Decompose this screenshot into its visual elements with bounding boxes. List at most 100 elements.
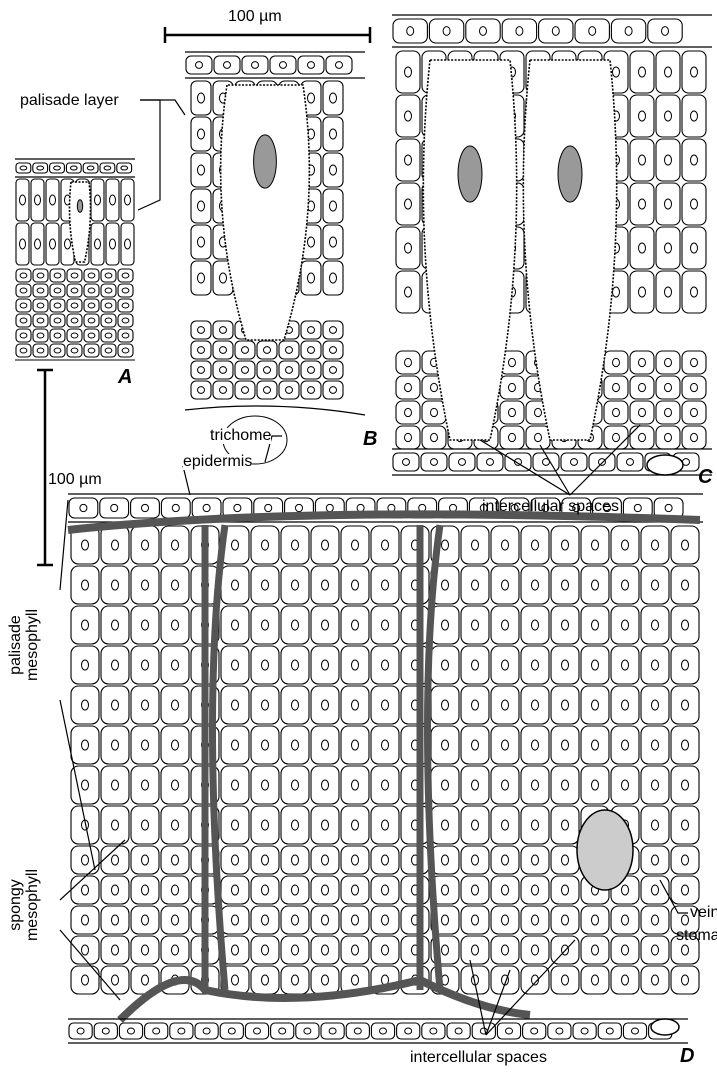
cell <box>340 525 370 565</box>
cell <box>322 380 344 400</box>
nucleus <box>664 432 672 443</box>
nucleus <box>141 539 149 551</box>
cell <box>622 1022 648 1040</box>
nucleus <box>104 317 113 324</box>
cell <box>100 765 130 805</box>
nucleus <box>605 1027 614 1035</box>
nucleus <box>261 579 269 591</box>
nucleus <box>197 200 205 212</box>
cell <box>460 905 490 935</box>
nucleus <box>404 154 412 166</box>
cell <box>105 178 120 222</box>
cell <box>655 270 681 314</box>
nucleus <box>231 819 239 831</box>
nucleus <box>591 944 599 956</box>
cell <box>490 725 520 765</box>
nucleus <box>197 272 205 284</box>
cell <box>220 565 250 605</box>
cell <box>345 1022 370 1040</box>
cell <box>49 268 66 283</box>
cell <box>629 375 655 400</box>
nucleus <box>561 854 569 866</box>
nucleus <box>329 272 337 284</box>
cell <box>520 965 550 995</box>
cell <box>400 565 430 605</box>
cell <box>32 283 49 298</box>
cell <box>610 935 640 965</box>
nucleus <box>261 739 269 751</box>
cell <box>32 313 49 328</box>
nucleus <box>291 659 299 671</box>
cell <box>322 80 344 116</box>
nucleus <box>351 854 359 866</box>
nucleus <box>111 739 119 751</box>
cell <box>212 320 234 340</box>
nucleus <box>53 347 62 354</box>
nucleus <box>263 346 271 354</box>
nucleus <box>404 66 412 78</box>
nucleus <box>621 974 629 986</box>
nucleus <box>471 914 479 926</box>
nucleus <box>261 854 269 866</box>
cell <box>430 765 460 805</box>
nucleus <box>351 539 359 551</box>
cell <box>15 283 32 298</box>
nucleus <box>638 110 646 122</box>
nucleus <box>651 659 659 671</box>
nucleus <box>36 332 45 339</box>
nucleus <box>561 914 569 926</box>
cell <box>190 260 212 296</box>
cell <box>15 222 30 266</box>
nucleus <box>681 579 689 591</box>
cell <box>629 400 655 425</box>
nucleus <box>621 659 629 671</box>
idioblast-cell <box>422 59 518 441</box>
nucleus <box>69 165 78 171</box>
stoma <box>646 454 684 476</box>
nucleus <box>651 539 659 551</box>
nucleus <box>429 1027 438 1035</box>
cell <box>15 162 32 174</box>
nucleus <box>87 332 96 339</box>
cell <box>430 845 460 875</box>
cell <box>280 565 310 605</box>
cell <box>640 605 670 645</box>
cell <box>580 605 610 645</box>
nucleus <box>34 194 41 206</box>
cell <box>310 525 340 565</box>
cell <box>655 375 681 400</box>
cell <box>212 340 234 360</box>
cell <box>670 565 700 605</box>
nucleus <box>263 366 271 374</box>
cell <box>130 905 160 935</box>
cell <box>250 905 280 935</box>
stoma-label: stoma <box>676 927 717 944</box>
nucleus <box>458 458 466 466</box>
cell <box>120 178 135 222</box>
nucleus <box>404 382 412 393</box>
nucleus <box>621 779 629 791</box>
nucleus <box>70 302 79 309</box>
panel-d-drawing <box>67 493 703 1044</box>
nucleus <box>197 236 205 248</box>
cell <box>322 116 344 152</box>
nucleus <box>86 165 95 171</box>
nucleus <box>109 238 116 250</box>
cell <box>250 645 280 685</box>
nucleus <box>253 1027 261 1035</box>
cell <box>629 138 655 182</box>
cell <box>116 162 133 174</box>
nucleus <box>430 432 438 443</box>
cell <box>499 425 525 450</box>
nucleus <box>110 503 119 513</box>
cell <box>220 645 250 685</box>
cell <box>400 845 430 875</box>
nucleus <box>572 503 581 513</box>
cell <box>395 182 421 226</box>
nucleus <box>551 26 560 36</box>
nucleus <box>241 346 249 354</box>
nucleus <box>36 317 45 324</box>
nucleus <box>664 66 672 78</box>
